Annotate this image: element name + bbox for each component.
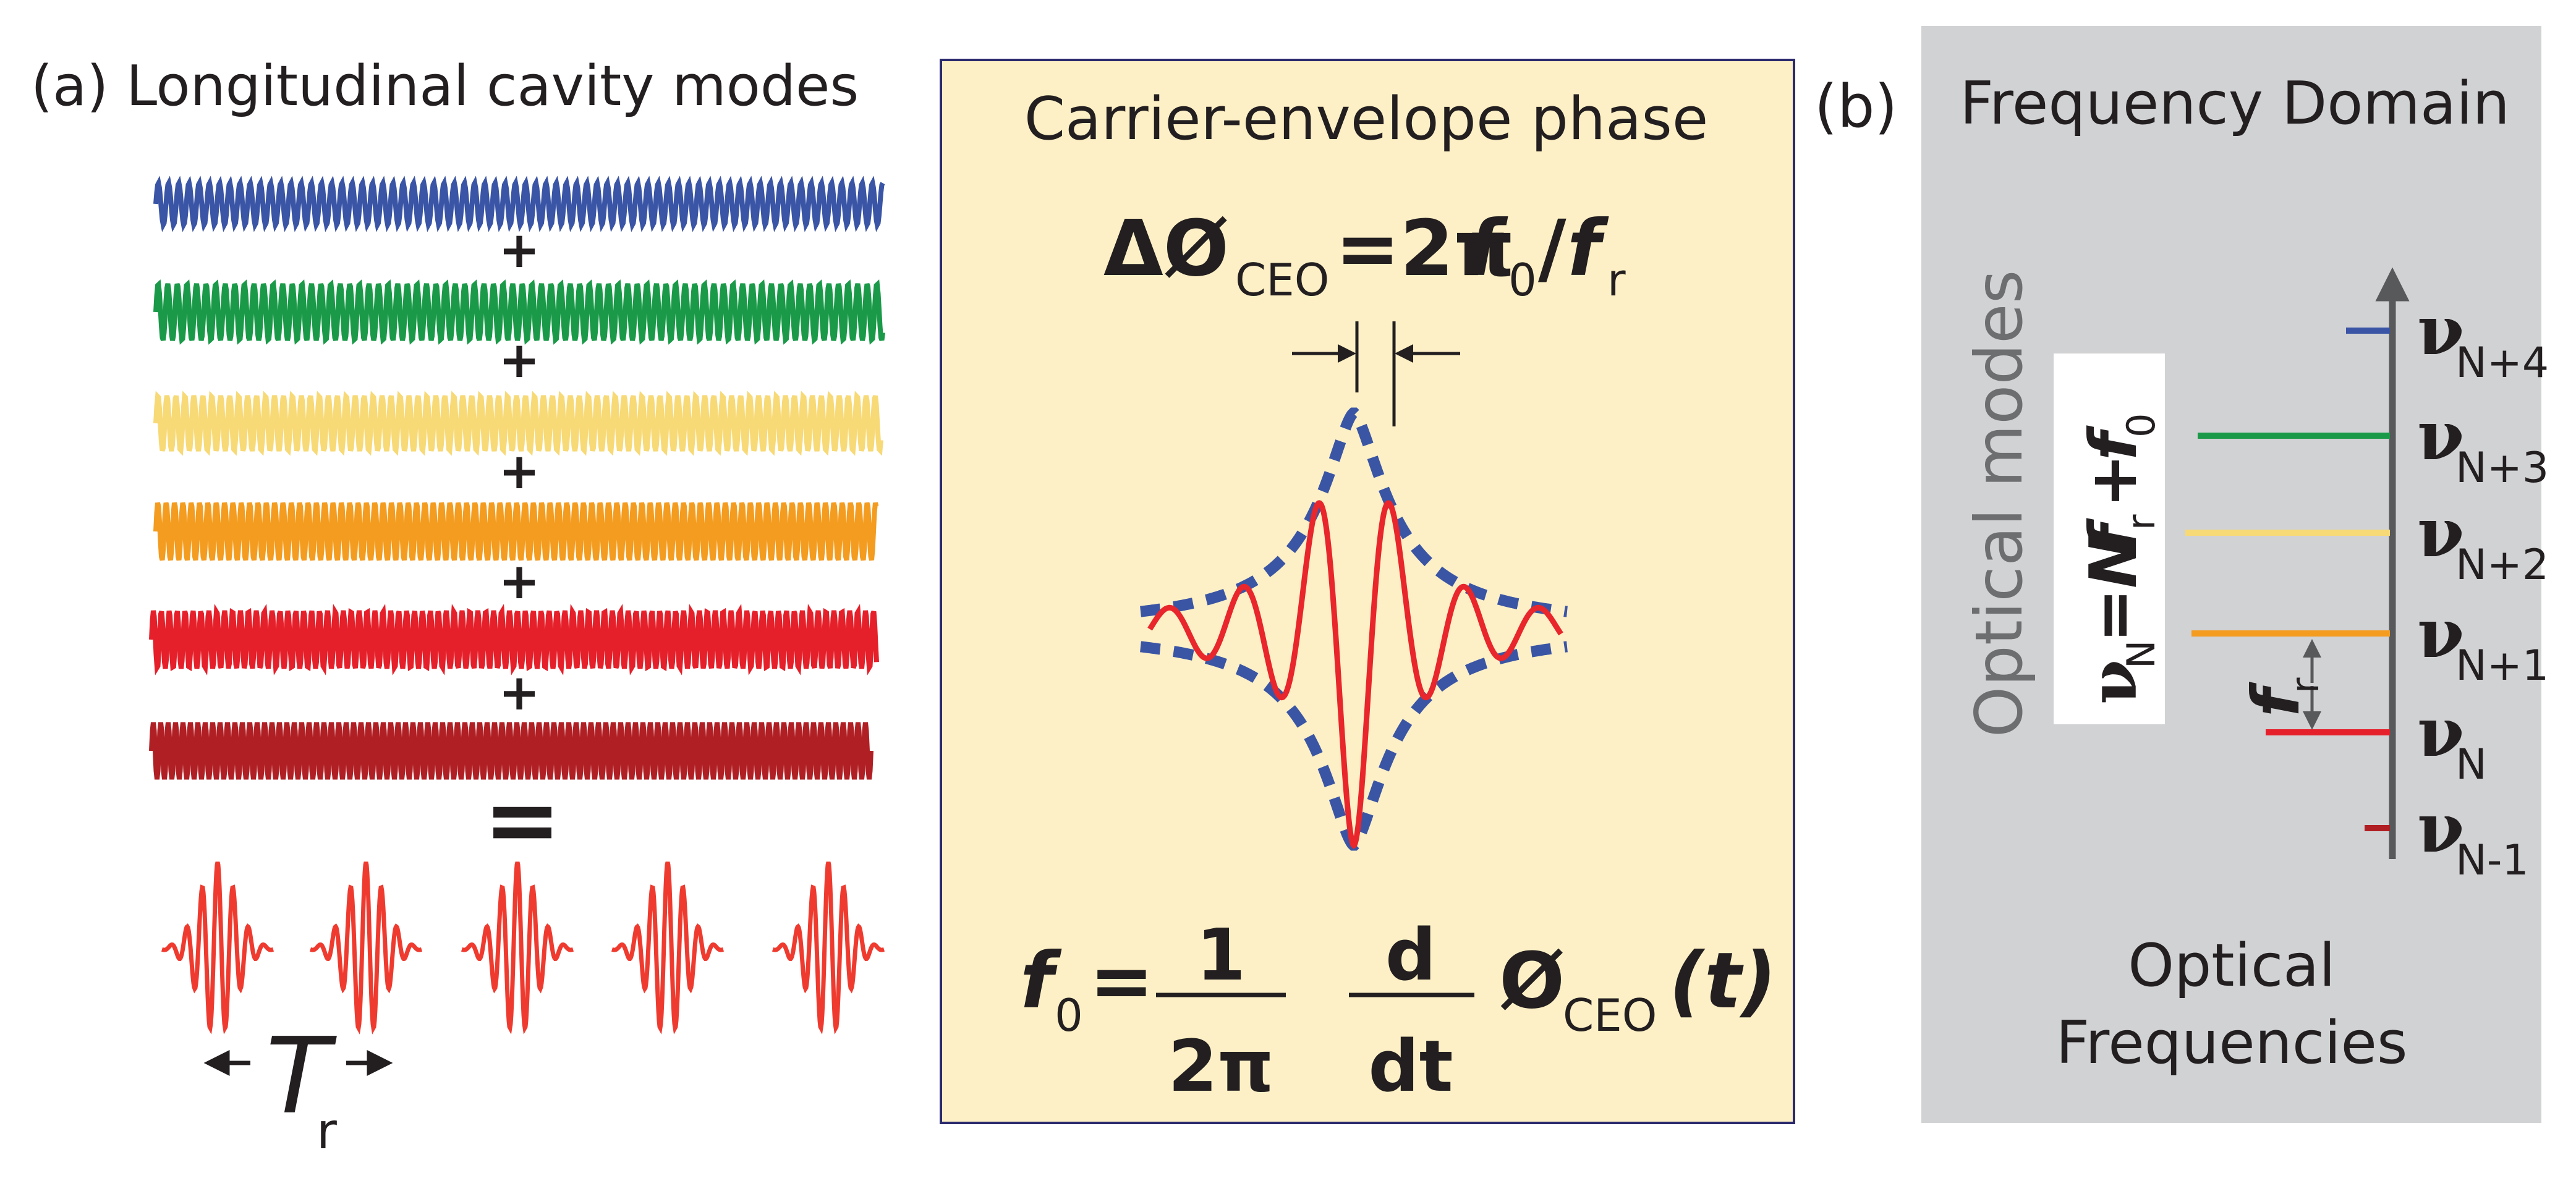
mode-nu-1: ν — [2417, 290, 2464, 370]
mode-nu-5: ν — [2417, 692, 2464, 772]
panel-a-title: (a) Longitudinal cavity modes — [31, 54, 859, 119]
pulse-4 — [611, 861, 725, 1035]
pulse-1 — [161, 861, 274, 1035]
formula-N-sub: N — [2119, 640, 2164, 669]
eq2-sub0: 0 — [1055, 989, 1083, 1041]
optical-modes-label: Optical modes — [1962, 270, 2037, 738]
frac1-numerator: 1 — [1196, 914, 1246, 997]
mode-nu-6: ν — [2417, 788, 2464, 868]
eq2-phi: Ø — [1499, 936, 1565, 1026]
mode-wave-3 — [153, 391, 883, 456]
equals-sign: = — [483, 766, 561, 874]
plus-sign-5: + — [498, 664, 540, 721]
mode-wave-2 — [153, 279, 885, 345]
offset-frequency-equation: f 0 = 1 2π d dt Ø CEO (t) — [1020, 914, 1777, 1108]
bottom-label-frequencies: Frequencies — [2056, 1009, 2408, 1077]
formula-r-sub: r — [2119, 514, 2164, 530]
frac1-denominator: 2π — [1168, 1025, 1274, 1108]
eq1-sub0: 0 — [1508, 254, 1537, 306]
mode-label-5: N — [2455, 740, 2487, 789]
period-subscript: r — [317, 1103, 337, 1160]
pulse-3 — [461, 861, 574, 1035]
eq1-rhs: =2π — [1335, 204, 1515, 294]
mode-label-1: N+4 — [2455, 339, 2549, 387]
eq1-slash: / — [1538, 204, 1566, 294]
frequency-domain-box — [1921, 26, 2541, 1123]
frac2-denominator: dt — [1368, 1025, 1453, 1108]
eq2-equals: = — [1089, 936, 1154, 1026]
mode-wave-5 — [149, 604, 879, 675]
bottom-label-optical: Optical — [2128, 932, 2336, 1000]
plus-sign-2: + — [498, 331, 540, 389]
frac2-numerator: d — [1385, 914, 1436, 997]
formula-0-sub: 0 — [2119, 413, 2164, 438]
formula-nu: ν — [2075, 659, 2151, 705]
ceo-subscript: CEO — [1235, 254, 1329, 306]
mode-label-2: N+3 — [2455, 444, 2549, 493]
frequency-domain-title: Frequency Domain — [1960, 70, 2510, 138]
ceo-pulse — [1140, 407, 1568, 851]
mode-nu-3: ν — [2417, 493, 2464, 572]
plus-sign-3: + — [498, 442, 540, 500]
ceo-phase-equation: ΔØ CEO =2π f 0 / f r — [1103, 204, 1626, 306]
panel-b: (b) Frequency Domain Optical modes ν N =… — [1814, 26, 2549, 1123]
delta-phi: ΔØ — [1103, 204, 1229, 294]
spacing-r-sub: r — [2282, 677, 2327, 693]
mode-wave-6 — [149, 722, 874, 780]
mode-label-3: N+2 — [2455, 541, 2549, 590]
mode-wave-4 — [153, 502, 879, 561]
formula-plus: + — [2076, 454, 2151, 508]
carrier-wave — [1147, 500, 1563, 850]
eq2-ceo-subscript: CEO — [1563, 989, 1657, 1041]
pulse-train — [161, 861, 885, 1035]
envelope-upper — [1140, 407, 1568, 617]
ceo-box — [940, 59, 1795, 1124]
mode-frequency-formula: ν N =N f r + f 0 — [2075, 413, 2164, 705]
eq2-t: (t) — [1669, 936, 1777, 1026]
ceo-title: Carrier-envelope phase — [1024, 85, 1709, 153]
pulse-5 — [772, 861, 885, 1035]
mode-label-4: N+1 — [2455, 641, 2549, 690]
plus-sign-4: + — [498, 552, 540, 610]
mode-label-6: N-1 — [2455, 836, 2529, 885]
pulse-2 — [309, 861, 423, 1035]
formula-eq-N: =N — [2076, 534, 2151, 643]
mode-wave-1 — [153, 176, 885, 232]
panel-a: (a) Longitudinal cavity modes + + + + + … — [31, 54, 885, 1160]
mode-nu-2: ν — [2417, 396, 2464, 475]
eq1-subr: r — [1607, 254, 1626, 306]
panel-b-label: (b) — [1814, 73, 1897, 141]
formula-box — [2054, 353, 2165, 724]
mode-nu-4: ν — [2417, 593, 2464, 673]
period-symbol: T — [266, 1015, 337, 1138]
mode-waves — [149, 176, 885, 780]
plus-sign-1: + — [498, 221, 540, 279]
ceo-panel: Carrier-envelope phase ΔØ CEO =2π f 0 / … — [940, 59, 1795, 1124]
